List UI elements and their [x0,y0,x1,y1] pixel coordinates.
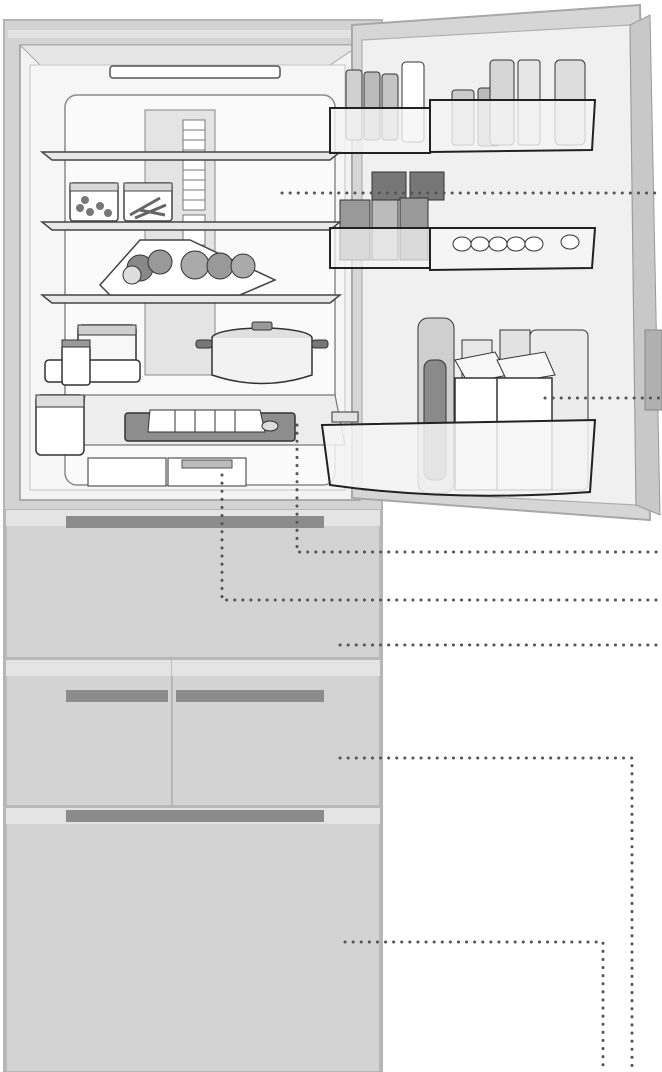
switch-room-drawer[interactable] [172,660,380,806]
freezer-drawer[interactable] [6,808,380,1072]
vegetable-drawer[interactable] [6,510,380,658]
shelf-3 [42,295,340,303]
side-module [36,395,84,455]
chilled-room-tray [78,395,345,445]
freezer-drawer-handle[interactable] [66,810,324,822]
ice-drawer[interactable] [6,660,172,806]
leader-freezer [345,942,603,1072]
leader-switch-room [340,758,632,1072]
vegetable-drawer-handle[interactable] [66,516,324,528]
switch-room-drawer-handle[interactable] [176,690,324,702]
shelf-1 [42,152,340,160]
shelf-2 [42,222,340,230]
ice-drawer-handle[interactable] [66,690,168,702]
